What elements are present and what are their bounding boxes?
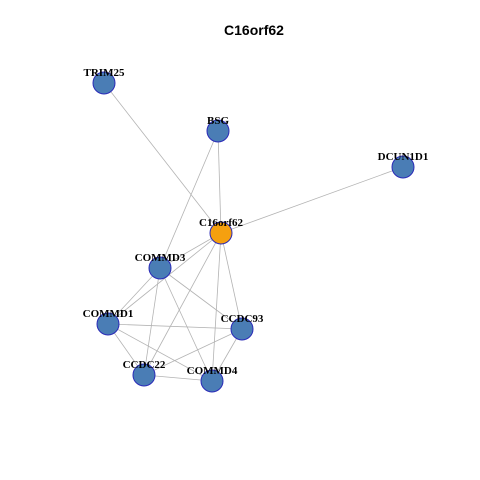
node-commd3: COMMD3 (135, 252, 186, 280)
node-circle-commd4 (200, 369, 224, 393)
edge-commd1-ccdc93 (107, 323, 243, 330)
edge-ccdc93-ccdc22 (143, 328, 243, 376)
node-circle-trim25 (92, 71, 116, 95)
edge-commd3-ccdc93 (159, 267, 243, 330)
node-label-c16orf62: C16orf62 (199, 217, 243, 229)
edge-c16orf62-bsg (217, 130, 222, 234)
edge-c16orf62-trim25 (103, 82, 222, 234)
node-circle-c16orf62 (209, 221, 233, 245)
node-circle-commd3 (148, 256, 172, 280)
node-ccdc22: CCDC22 (123, 359, 166, 387)
edge-c16orf62-dcun1d1 (220, 166, 404, 234)
edge-c16orf62-ccdc93 (220, 232, 243, 330)
node-commd4: COMMD4 (187, 365, 238, 393)
node-circle-ccdc22 (132, 363, 156, 387)
edge-commd3-commd4 (159, 267, 213, 382)
node-c16orf62: C16orf62 (199, 217, 243, 245)
node-label-commd3: COMMD3 (135, 252, 186, 264)
node-circle-ccdc93 (230, 317, 254, 341)
node-label-ccdc22: CCDC22 (123, 359, 166, 371)
edge-commd3-commd1 (107, 267, 161, 325)
node-circle-commd1 (96, 312, 120, 336)
node-dcun1d1: DCUN1D1 (378, 151, 429, 179)
edge-bsg-commd3 (159, 130, 219, 269)
node-bsg: BSG (206, 115, 230, 143)
node-label-commd4: COMMD4 (187, 365, 238, 377)
node-ccdc93: CCDC93 (221, 313, 264, 341)
edge-layer (103, 82, 404, 382)
edge-commd1-commd4 (107, 323, 213, 382)
edge-c16orf62-ccdc22 (143, 232, 222, 376)
node-label-bsg: BSG (207, 115, 229, 127)
node-circle-dcun1d1 (391, 155, 415, 179)
edge-c16orf62-commd4 (211, 232, 222, 382)
node-circle-bsg (206, 119, 230, 143)
node-trim25: TRIM25 (84, 67, 125, 95)
node-label-ccdc93: CCDC93 (221, 313, 264, 325)
diagram-title: C16orf62 (224, 22, 284, 38)
edge-commd3-ccdc22 (143, 267, 161, 376)
node-label-commd1: COMMD1 (83, 308, 134, 320)
node-label-dcun1d1: DCUN1D1 (378, 151, 429, 163)
node-label-trim25: TRIM25 (84, 67, 125, 79)
edge-c16orf62-commd3 (159, 232, 222, 269)
node-commd1: COMMD1 (83, 308, 134, 336)
